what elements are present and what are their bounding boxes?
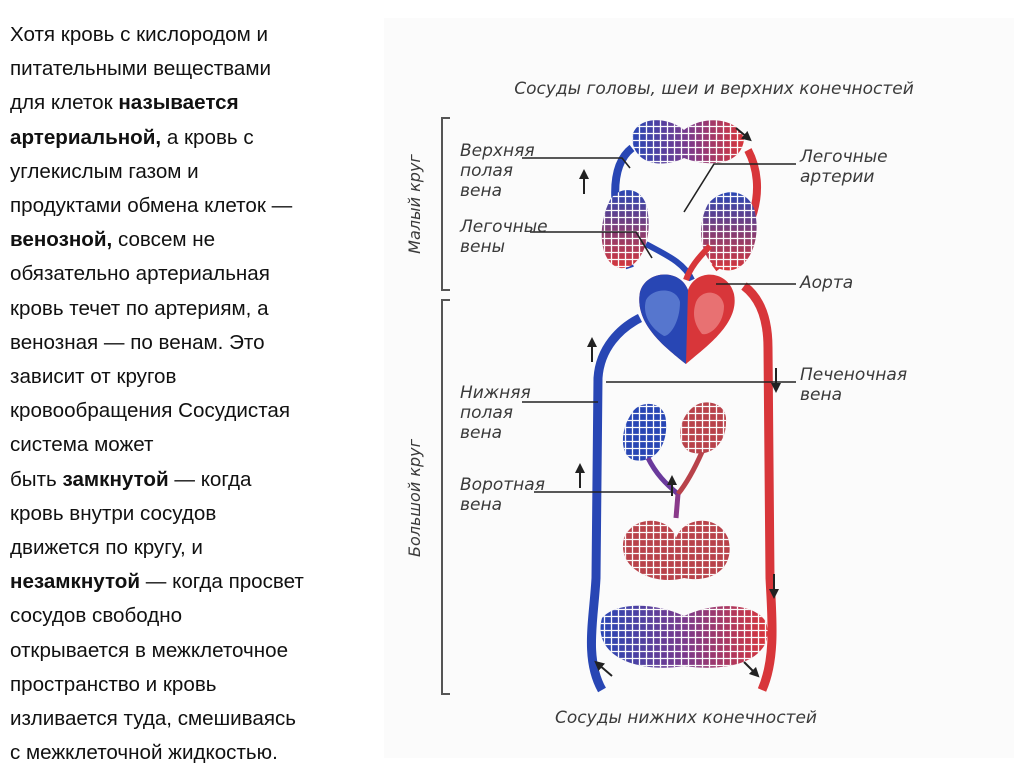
bold-term: артериальной,	[10, 125, 162, 149]
head-vessels-caption: Сосуды головы, шеи и верхних конечностей	[514, 79, 914, 99]
text-line: зависит от кругов	[10, 360, 382, 394]
label-leaders	[522, 157, 796, 493]
text-fragment: быть	[10, 467, 63, 491]
flow-arrows	[575, 127, 781, 678]
text-line: кровообращения Сосудистая	[10, 394, 382, 428]
label-lower-vena-cava-line3: вена	[460, 423, 502, 443]
label-upper-vena-cava-line1: Верхняя	[460, 141, 535, 161]
text-fragment: — когда	[168, 467, 252, 491]
text-line: продуктами обмена клеток —	[10, 189, 382, 223]
text-fragment: для клеток	[10, 91, 119, 115]
label-upper-vena-cava-line2: полая	[460, 161, 513, 181]
text-line: открывается в межклеточное	[10, 634, 382, 668]
text-fragment: система может	[10, 433, 154, 457]
lower-limb-capillaries	[600, 605, 768, 668]
text-line: артериальной, а кровь с	[10, 121, 382, 155]
label-pulmonary-arteries: Легочные артерии	[799, 147, 893, 187]
label-upper-vena-cava: Верхняя полая вена	[460, 141, 540, 201]
text-fragment: зависит от кругов	[10, 365, 177, 389]
text-fragment: кровь внутри сосудов	[10, 501, 217, 525]
big-circle-label: Большой круг	[405, 438, 424, 557]
label-pulmonary-arteries-line1: Легочные	[799, 147, 888, 167]
text-fragment: продуктами обмена клеток —	[10, 194, 293, 218]
label-lower-vena-cava-line2: полая	[460, 403, 513, 423]
text-line: незамкнутой — когда просвет	[10, 565, 382, 599]
lower-limb-vessels-caption: Сосуды нижних конечностей	[555, 708, 817, 728]
intestinal-capillaries	[622, 520, 730, 581]
label-lower-vena-cava-line1: Нижняя	[460, 383, 531, 403]
text-line: система может	[10, 428, 382, 462]
text-fragment: открывается в межклеточное	[10, 638, 289, 662]
pulmonary-artery-right	[683, 243, 713, 282]
text-fragment: с межклеточной жидкостью.	[10, 741, 278, 765]
text-line: пространство и кровь	[10, 668, 382, 702]
head-capillary-bed	[632, 120, 744, 164]
bold-term: венозной,	[10, 228, 113, 252]
text-line: движется по кругу, и	[10, 531, 382, 565]
bold-term: называется	[118, 91, 239, 115]
label-hepatic-vein-line2: вена	[800, 385, 842, 405]
label-portal-vein-line2: вена	[460, 495, 502, 515]
label-aorta: Аорта	[799, 273, 853, 293]
portal-vein-vessel	[676, 450, 705, 496]
inferior-vena-cava-vessel	[586, 313, 643, 693]
label-pulmonary-veins-line2: вены	[460, 237, 505, 257]
text-fragment: сосудов свободно	[10, 604, 183, 628]
text-line: для клеток называется	[10, 86, 382, 120]
label-lower-vena-cava: Нижняя полая вена	[460, 383, 536, 443]
left-lung-capillaries	[601, 189, 649, 269]
circulation-diagram: Малый круг Большой круг Сосуды головы, ш…	[384, 18, 1014, 758]
text-fragment: углекислым газом и	[10, 159, 199, 183]
label-upper-vena-cava-line3: вена	[460, 181, 502, 201]
text-line: венозная — по венам. Это	[10, 326, 382, 360]
portal-trunk	[673, 493, 681, 519]
text-line: сосудов свободно	[10, 599, 382, 633]
text-fragment: — когда просвет	[140, 570, 304, 594]
hepatic-vein-link	[645, 456, 680, 496]
heart	[639, 274, 735, 364]
bold-term: замкнутой	[62, 467, 169, 491]
text-fragment: кровь течет по артериям, а	[10, 296, 269, 320]
text-line: обязательно артериальная	[10, 257, 382, 291]
circulation-diagram-svg: Малый круг Большой круг Сосуды головы, ш…	[405, 79, 914, 728]
text-line: углекислым газом и	[10, 155, 382, 189]
text-fragment: совсем не	[112, 228, 216, 252]
label-pulmonary-veins: Легочные вены	[459, 217, 553, 257]
text-fragment: обязательно артериальная	[10, 262, 270, 286]
aorta-descending-vessel	[741, 282, 777, 692]
text-fragment: венозная — по венам. Это	[10, 330, 265, 354]
right-lung-capillaries	[701, 192, 757, 271]
text-fragment: питательными веществами	[10, 57, 272, 81]
label-hepatic-vein: Печеночная вена	[800, 365, 912, 405]
liver-capillaries-mixed	[680, 402, 727, 454]
small-circle-bracket	[441, 117, 450, 291]
text-fragment: движется по кругу, и	[10, 536, 203, 560]
label-portal-vein: Воротная вена	[460, 475, 550, 515]
liver-capillaries-venous	[622, 403, 667, 461]
text-line: питательными веществами	[10, 52, 382, 86]
big-circle-bracket	[441, 299, 450, 695]
text-fragment: изливается туда, смешиваясь	[10, 707, 296, 731]
text-line: изливается туда, смешиваясь	[10, 702, 382, 736]
text-fragment: кровообращения Сосудистая	[10, 399, 291, 423]
explanation-text: Хотя кровь с кислородом и питательными ве…	[10, 18, 382, 770]
text-line: кровь внутри сосудов	[10, 497, 382, 531]
text-line: быть замкнутой — когда	[10, 463, 382, 497]
text-line: Хотя кровь с кислородом и	[10, 18, 382, 52]
label-pulmonary-arteries-line2: артерии	[800, 167, 874, 187]
label-pulmonary-veins-line1: Легочные	[459, 217, 548, 237]
label-portal-vein-line1: Воротная	[460, 475, 545, 495]
bold-term: незамкнутой	[10, 570, 141, 594]
text-fragment: а кровь с	[161, 125, 254, 149]
text-line: кровь течет по артериям, а	[10, 292, 382, 326]
label-hepatic-vein-line1: Печеночная	[800, 365, 907, 385]
text-line: с межклеточной жидкостью.	[10, 736, 382, 770]
text-line: венозной, совсем не	[10, 223, 382, 257]
text-fragment: Хотя кровь с кислородом и	[10, 23, 268, 46]
small-circle-label: Малый круг	[405, 154, 424, 254]
text-fragment: пространство и кровь	[10, 672, 217, 696]
